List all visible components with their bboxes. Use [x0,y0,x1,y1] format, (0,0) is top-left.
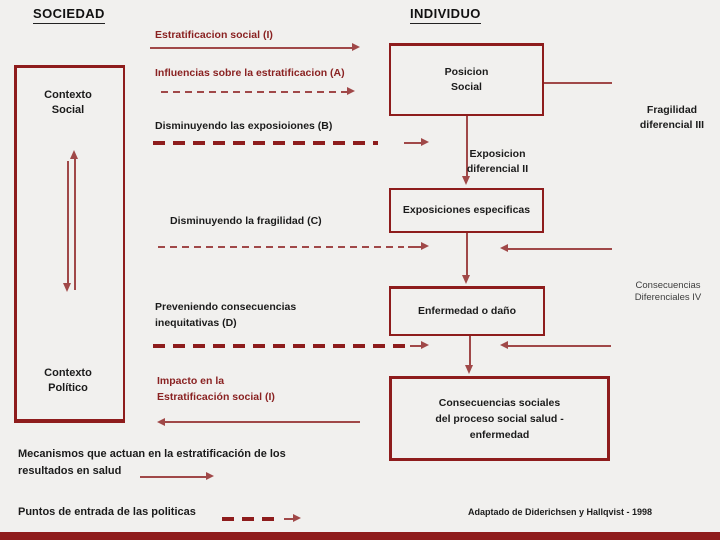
context-social-line1: Contexto [44,89,92,101]
legend-mecanismos-line1: Mecanismos que actuan en la estratificac… [18,448,286,460]
connector-right-arrow-1-line [508,248,612,250]
box-consecuencias-line1: Consecuencias sociales [438,396,561,409]
credit-text: Adaptado de Diderichsen y Hallqvist - 19… [467,507,653,517]
flow-arrow-3-head [465,365,473,374]
context-social-label: Contexto Social [16,88,120,118]
arrow-impacto-line [165,421,360,423]
connector-right-arrow-1-head [500,244,508,252]
connector-fragilidad-line [544,82,612,84]
flow-arrow-1-line [466,116,468,177]
arrow-fragilidad-dashes [158,246,404,248]
label-consecuencias-dif-line1: Consecuencias [635,280,701,291]
label-impacto: Impacto en la Estratificación social (I) [157,374,275,405]
header-individuo: INDIVIDUO [410,6,481,24]
arrow-previniendo-head [421,341,429,349]
legend-dashed-arrow-dashes [222,517,280,521]
context-politico-label: Contexto Político [16,366,120,396]
arrow-fragilidad-head [421,242,429,250]
arrow-estratificacion-head [352,43,360,51]
arrow-previniendo-dashes [153,344,407,348]
flow-arrow-2-line [466,233,468,276]
flow-arrow-2-head [462,275,470,284]
header-sociedad: SOCIEDAD [33,6,105,24]
context-politico-line2: Político [48,382,88,394]
connector-right-arrow-2-head [500,341,508,349]
arrow-fragilidad-tail [408,246,421,248]
box-consecuencias-line2: del proceso social salud - [435,412,564,425]
box-consecuencias-sociales: Consecuencias sociales del proceso socia… [389,376,610,461]
flow-arrow-1-head [462,176,470,185]
label-impacto-line1: Impacto en la [157,375,225,387]
label-disminuyendo-exposiciones: Disminuyendo las exposioiones (B) [155,120,333,132]
context-arrow-down-head [63,283,71,292]
legend-mecanismos-line2: resultados en salud [18,464,122,477]
legend-solid-arrow-head [206,472,214,480]
box-enfermedad-text: Enfermedad o daño [417,304,516,317]
box-consecuencias-line3: enfermedad [469,428,530,441]
label-previniendo-line1: Preveniendo consecuencias [155,301,297,313]
arrow-exposiciones-tail [404,142,421,144]
legend-dashed-arrow-tail [284,518,293,520]
label-exposicion-diferencial-line2: diferencial II [466,162,529,175]
box-posicion-line2: Social [451,81,482,93]
box-enfermedad: Enfermedad o daño [389,286,545,336]
box-exposiciones-text: Exposiciones especificas [402,203,531,216]
label-influencias: Influencias sobre la estratificacion (A) [155,67,345,79]
legend-puntos: Puntos de entrada de las politicas [18,506,196,518]
arrow-previniendo-tail [410,345,421,347]
context-arrow-up-line [74,158,76,290]
arrow-influencias-dashes [161,91,347,93]
box-posicion-line1: Posicion [444,65,489,78]
context-social-line2: Social [51,104,85,116]
label-impacto-line2: Estratificación social (I) [157,390,275,403]
context-box [14,65,125,423]
legend-solid-arrow-line [140,476,206,478]
legend-mecanismos: Mecanismos que actuan en la estratificac… [18,446,286,479]
arrow-estratificacion-line [150,47,352,49]
label-consecuencias-diferenciales: Consecuencias Diferenciales IV [622,280,714,303]
arrow-influencias-head [347,87,355,95]
label-consecuencias-dif-line2: Diferenciales IV [634,291,702,303]
box-posicion-social: Posicion Social [389,43,544,116]
arrow-impacto-head [157,418,165,426]
box-exposiciones-especificas: Exposiciones especificas [389,188,544,233]
arrow-exposiciones-dashes [153,141,378,145]
context-arrow-down-line [67,161,69,283]
label-disminuyendo-fragilidad: Disminuyendo la fragilidad (C) [170,215,322,227]
label-fragilidad-line2: diferencial III [639,118,705,131]
context-arrow-up-head [70,150,78,159]
label-exposicion-diferencial-line1: Exposicion [469,148,526,160]
connector-right-arrow-2-line [508,345,611,347]
bottom-bar [0,532,720,540]
legend-dashed-arrow-head [293,514,301,522]
context-politico-line1: Contexto [44,367,92,379]
label-fragilidad-line1: Fragilidad [646,104,698,116]
label-previniendo: Preveniendo consecuencias inequitativas … [155,300,296,331]
label-previniendo-line2: inequitativas (D) [155,316,237,329]
label-estratificacion-social: Estratificacion social (I) [155,29,273,41]
flow-arrow-3-line [469,336,471,366]
arrow-exposiciones-head [421,138,429,146]
label-fragilidad-diferencial: Fragilidad diferencial III [626,103,718,132]
label-exposicion-diferencial: Exposicion diferencial II [440,147,555,176]
